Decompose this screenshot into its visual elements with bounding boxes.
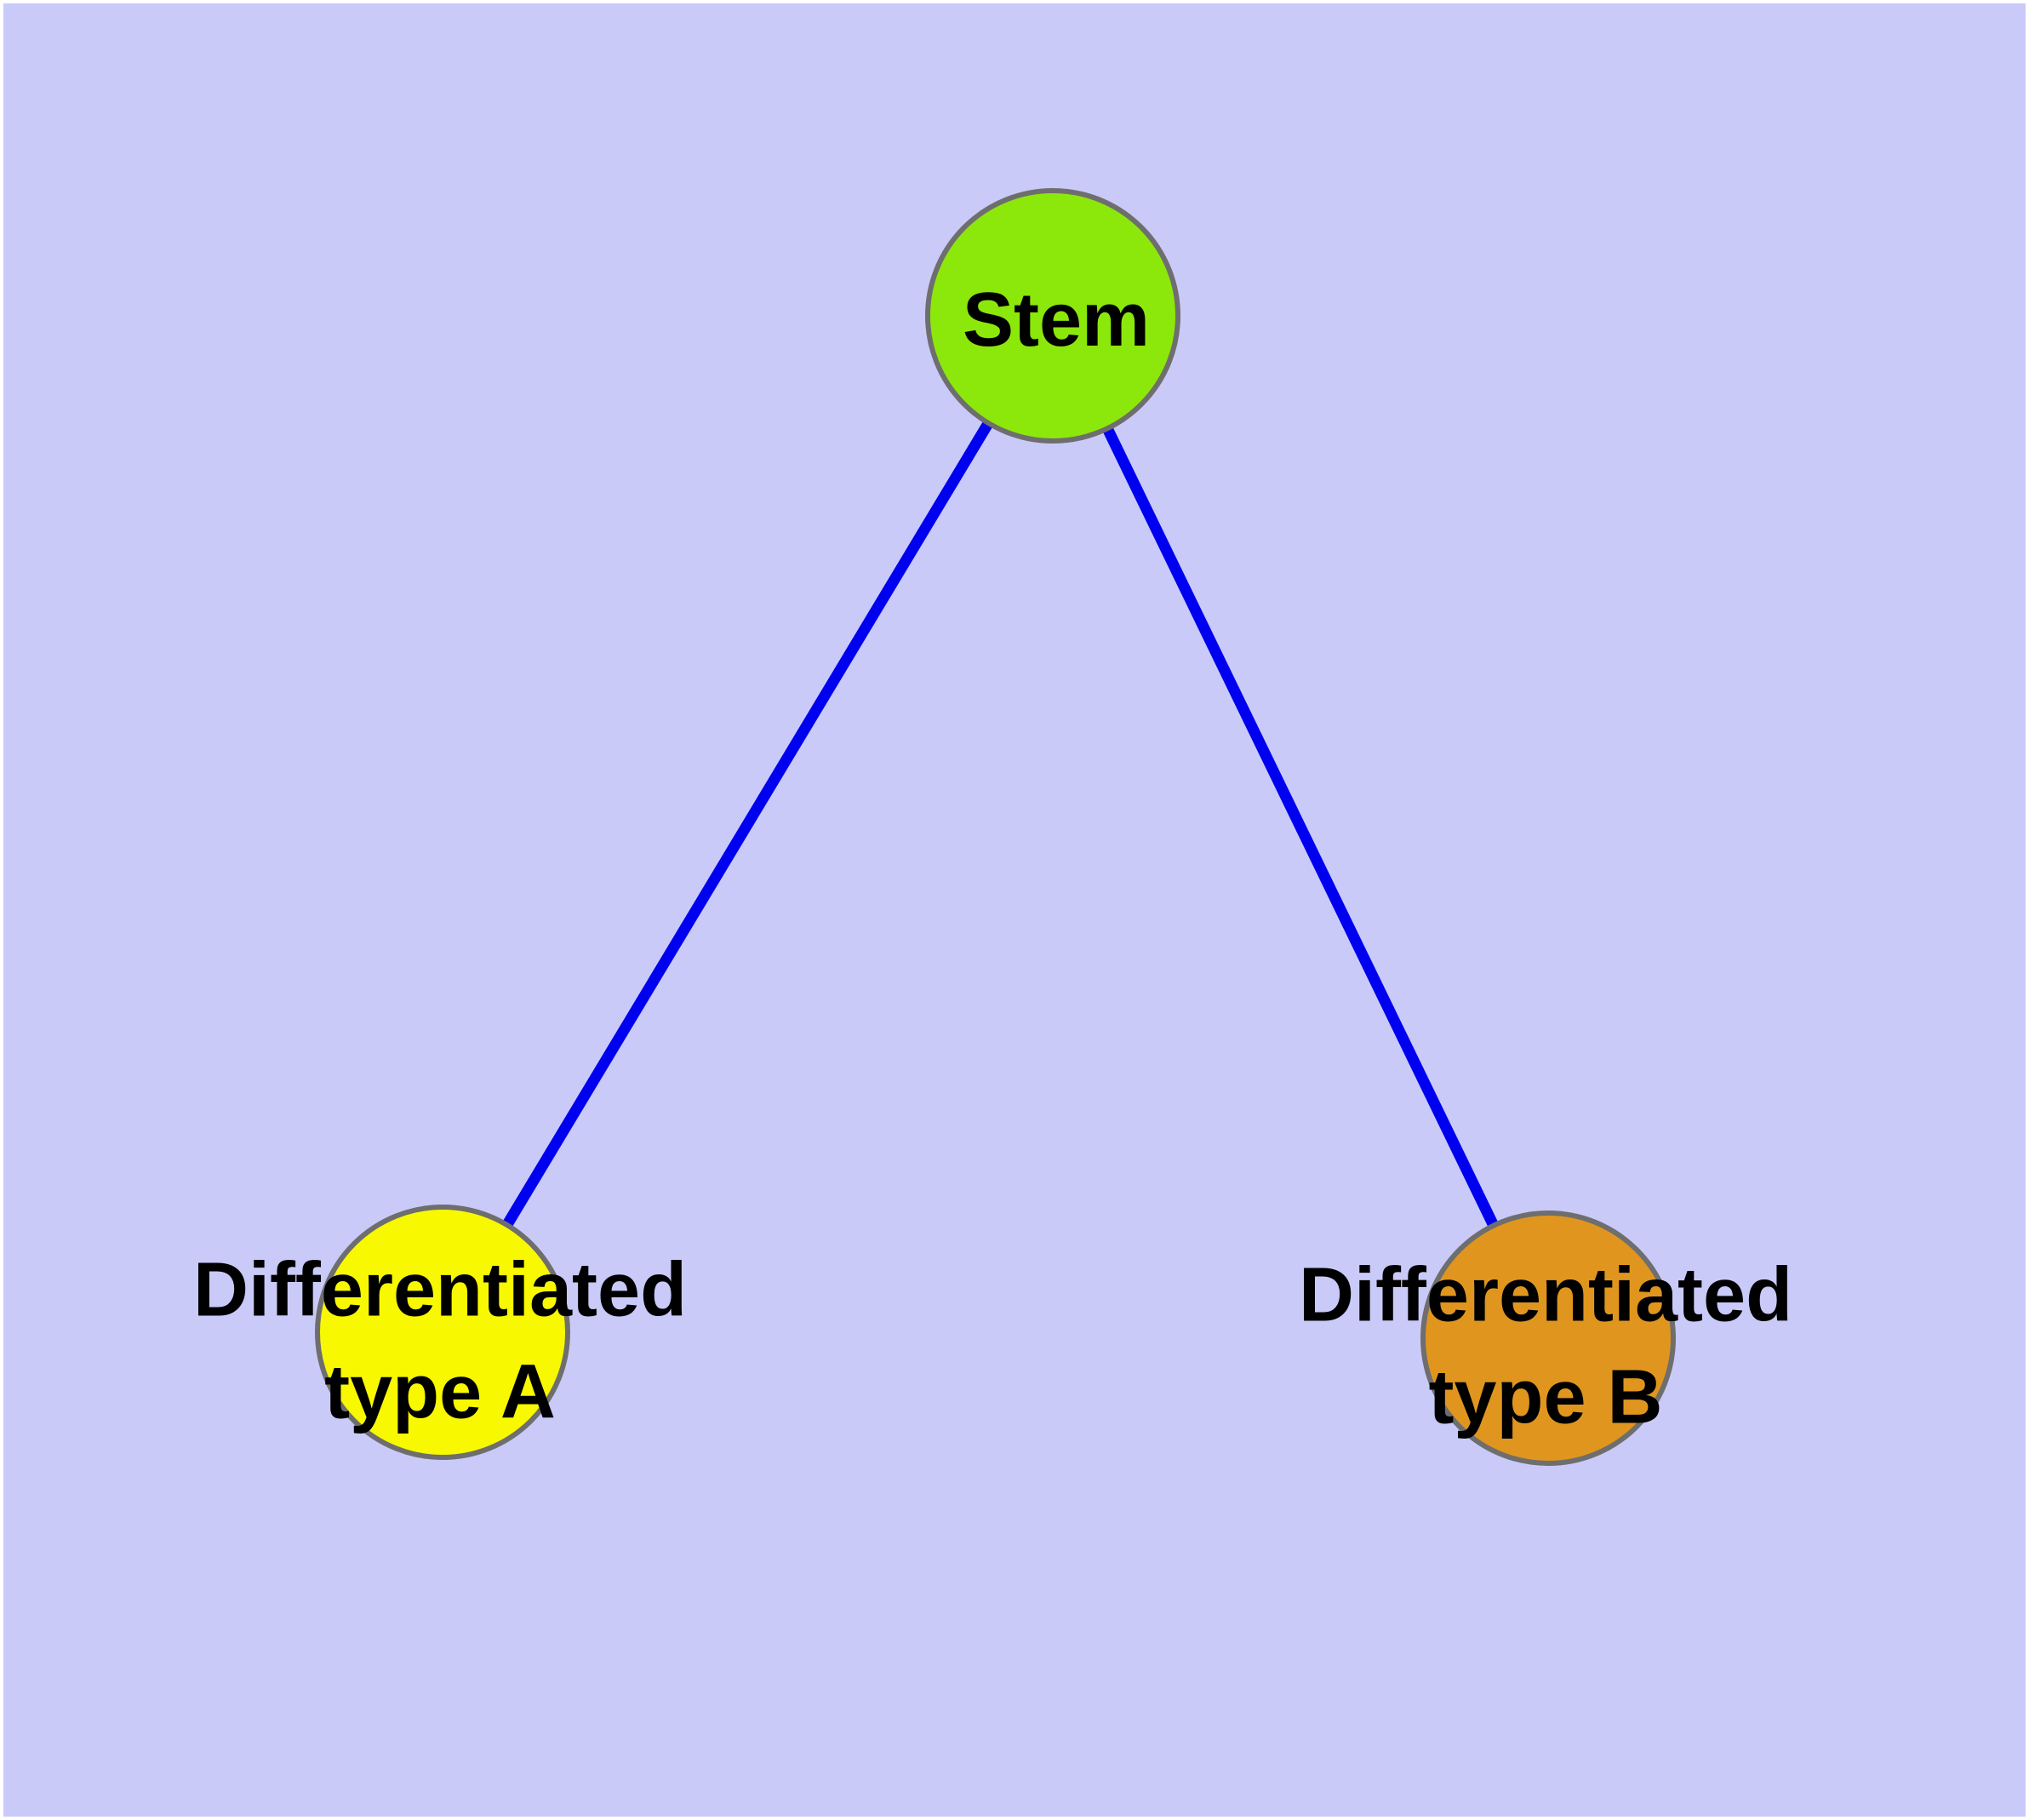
edges-layer xyxy=(437,312,1553,1341)
node-differentiated-type-b xyxy=(1420,1210,1676,1466)
edge-stem-to-type-a xyxy=(437,312,1058,1336)
node-label-stem-line1: Stem xyxy=(962,278,1151,363)
node-label-type-a-line2: type A xyxy=(324,1349,556,1434)
node-label-differentiated-type-b: Differentiated type B xyxy=(1299,1245,1792,1448)
node-label-type-a-line1: Differentiated xyxy=(192,1247,688,1333)
node-differentiated-type-a xyxy=(315,1205,570,1460)
node-label-stem: Stem xyxy=(963,270,1150,372)
node-label-differentiated-type-a: Differentiated type A xyxy=(193,1239,687,1443)
edge-stem-to-type-b xyxy=(1048,313,1553,1341)
node-label-type-b-line2: type B xyxy=(1428,1354,1663,1439)
node-label-type-b-line1: Differentiated xyxy=(1298,1252,1793,1338)
node-stem xyxy=(925,188,1180,444)
diagram-canvas: Stem Differentiated type A Differentiate… xyxy=(3,3,2026,1817)
